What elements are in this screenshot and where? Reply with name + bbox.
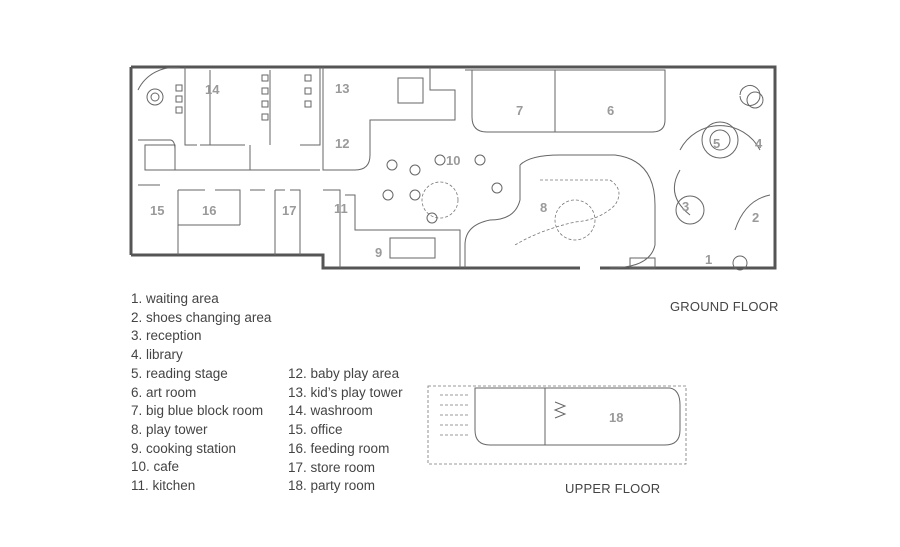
legend-item: 7. big blue block room (131, 403, 264, 419)
legend-item: 18. party room (288, 478, 376, 494)
room-number-13: 13 (335, 81, 349, 96)
legend-item: 2. shoes changing area (131, 309, 272, 325)
legend-item: 10. cafe (131, 459, 180, 475)
upper-floor-plan (427, 385, 687, 465)
legend-item: 6. art room (131, 384, 197, 400)
room-number-11: 11 (334, 201, 348, 216)
legend-item: 11. kitchen (131, 478, 196, 494)
legend-item: 3. reception (131, 328, 202, 344)
legend-item: 9. cooking station (131, 440, 237, 456)
room-number-9: 9 (375, 245, 382, 260)
legend-item: 1. waiting area (131, 291, 219, 306)
legend-item: 5. reading stage (131, 365, 228, 381)
room-number-5: 5 (713, 136, 720, 151)
reception-library (629, 85, 771, 271)
legend-left-column: 1. waiting area 2. shoes changing area 3… (131, 290, 271, 496)
legend-item: 17. store room (288, 459, 376, 475)
legend-item: 4. library (131, 347, 183, 363)
room-number-10: 10 (446, 153, 460, 168)
room-number-6: 6 (607, 103, 614, 118)
room-number-3: 3 (682, 199, 689, 214)
room-number-15: 15 (150, 203, 164, 218)
room-number-16: 16 (202, 203, 216, 218)
room-number-12: 12 (335, 136, 349, 151)
room-number-1: 1 (705, 252, 712, 267)
room-number-4: 4 (755, 136, 763, 151)
legend-item: 13. kid’s play tower (288, 384, 403, 400)
room-number-2: 2 (752, 210, 759, 225)
room-number-18: 18 (609, 410, 623, 425)
room-number-7: 7 (516, 103, 523, 118)
legend-right-column: 12. baby play area 13. kid’s play tower … (288, 365, 403, 496)
legend-item: 14. washroom (288, 403, 373, 419)
cooking-table (389, 237, 436, 259)
legend-item: 15. office (288, 422, 343, 438)
room-number-14: 14 (205, 82, 220, 97)
legend-item: 16. feeding room (288, 440, 390, 456)
cafe-tables (382, 154, 503, 224)
room-number-8: 8 (540, 200, 547, 215)
upper-floor-label: UPPER FLOOR (565, 481, 661, 496)
room-number-17: 17 (282, 203, 296, 218)
ground-floor-plan (129, 65, 777, 271)
legend-item: 12. baby play area (288, 366, 400, 381)
ground-floor-label: GROUND FLOOR (670, 299, 779, 314)
legend-item: 8. play tower (131, 421, 208, 437)
toilet-stalls (175, 74, 312, 121)
